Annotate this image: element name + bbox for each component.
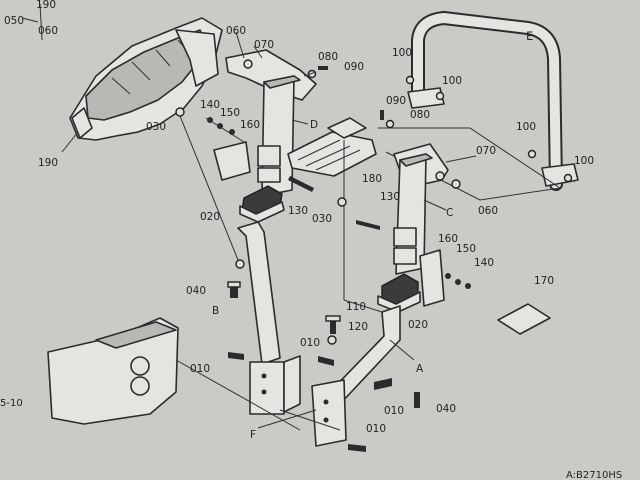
label-020-b: 020 (408, 319, 428, 331)
label-030-b: 030 (312, 213, 332, 225)
left-mounting-plate (205, 117, 251, 181)
washer-030-left (175, 107, 239, 261)
label-160-b: 160 (438, 233, 458, 245)
label-020-a: 020 (200, 211, 220, 223)
label-010-d: 010 (366, 423, 386, 435)
label-120: 120 (348, 321, 368, 333)
bolts-010-group (228, 352, 420, 452)
label-010-b: 010 (300, 337, 320, 349)
bolt-040-left (227, 281, 241, 298)
label-100-a: 100 (392, 47, 412, 59)
bolts-110-120-center (325, 315, 341, 345)
label-130-b: 130 (380, 191, 400, 203)
plate-170 (497, 303, 551, 335)
left-lower-frame (235, 221, 301, 415)
label-010-a: 010 (190, 363, 210, 375)
label-130-a: 130 (288, 205, 308, 217)
label-100-c: 100 (516, 121, 536, 133)
bolts-080-090-right (380, 110, 395, 129)
label-100-d: 100 (574, 155, 594, 167)
label-030-a: 030 (146, 121, 166, 133)
label-070-a: 070 (254, 39, 274, 51)
label-060-top: 060 (38, 25, 58, 37)
label-090-b: 090 (386, 95, 406, 107)
label-left-edge: 5-10 (0, 398, 23, 409)
washer-030-center (337, 197, 347, 207)
roll-bar-part (378, 11, 579, 201)
label-150-a: 150 (220, 107, 240, 119)
label-140-b: 140 (474, 257, 494, 269)
top-left-fragment (21, 3, 43, 41)
rubber-mount-020-left (239, 185, 285, 223)
label-070-b: 070 (476, 145, 496, 157)
label-E: E (526, 29, 533, 43)
label-F: F (250, 429, 256, 441)
label-D: D (310, 119, 318, 131)
label-110: 110 (346, 301, 366, 313)
label-170: 170 (534, 275, 554, 287)
fender-cover-part (61, 17, 223, 153)
label-040-a: 040 (186, 285, 206, 297)
label-050: 050 (4, 15, 24, 27)
left-rops-post (257, 75, 309, 197)
label-060-b: 060 (478, 205, 498, 217)
label-corner-code: A:B2710HS (566, 470, 622, 480)
label-140-a: 140 (200, 99, 220, 111)
right-rops-post (393, 153, 447, 307)
label-B: B (212, 305, 219, 317)
label-150-b: 150 (456, 243, 476, 255)
label-180: 180 (362, 173, 382, 185)
bolt-130-right (356, 220, 380, 230)
label-160-a: 160 (240, 119, 260, 131)
center-plate (287, 117, 377, 300)
bolt-130-left (288, 176, 314, 192)
engine-block-part (47, 317, 301, 431)
rubber-mount-020-right (377, 273, 421, 313)
label-010-c: 010 (384, 405, 404, 417)
label-A: A (416, 363, 424, 375)
part-labels: 190 050 060 190 060 070 080 090 030 140 … (0, 0, 622, 480)
leader-lines (257, 299, 383, 431)
label-040-b: 040 (436, 403, 456, 415)
label-C: C (446, 207, 453, 219)
label-060-a: 060 (226, 25, 246, 37)
label-080-b: 080 (410, 109, 430, 121)
label-190-left: 190 (38, 157, 58, 169)
nuts-140-150-160-right (445, 273, 471, 289)
label-190-top: 190 (36, 0, 56, 11)
label-090-a: 090 (344, 61, 364, 73)
label-080-a: 080 (318, 51, 338, 63)
label-100-b: 100 (442, 75, 462, 87)
bolts-080-090-left (303, 66, 328, 79)
